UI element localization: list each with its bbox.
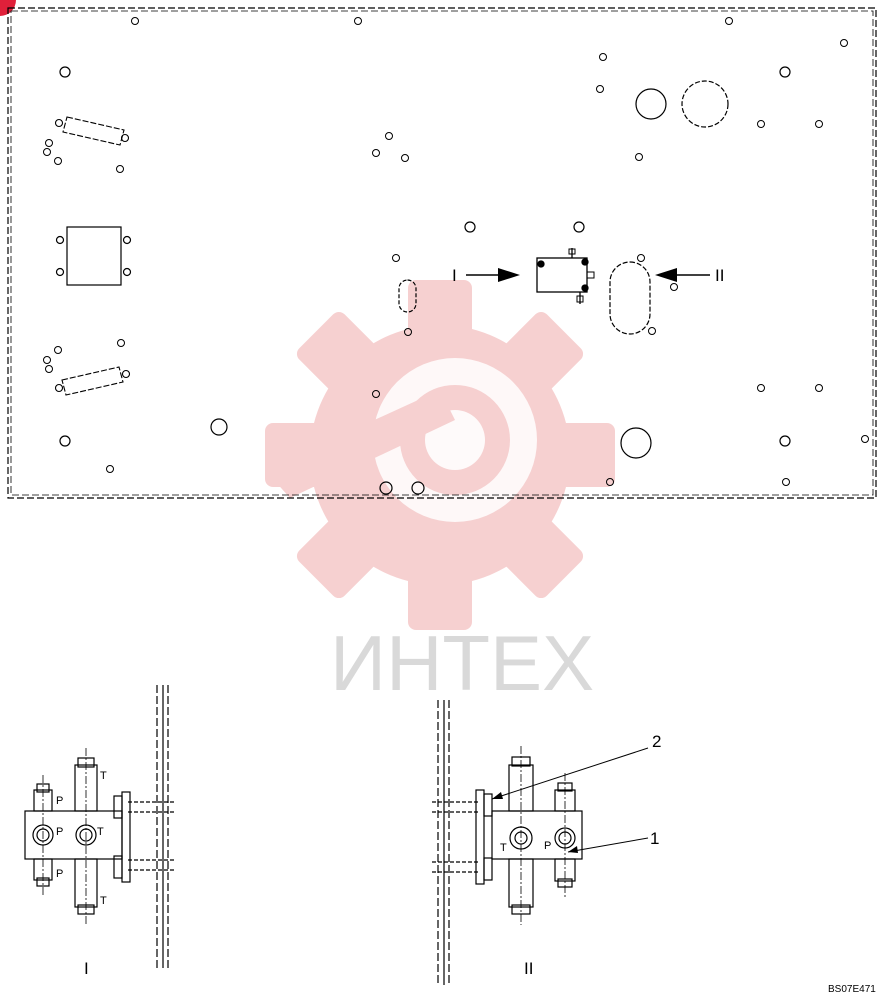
callout-2-arrowhead — [492, 792, 503, 799]
port-label-p-bottom-i: P — [56, 868, 63, 880]
slanted-slot-lower — [54, 366, 131, 396]
panel-outline-inner — [10, 10, 874, 496]
detail-view-ii — [432, 700, 649, 985]
port-label-t-mid-i: T — [97, 826, 104, 838]
watermark-text: ИНТЕХ — [330, 619, 594, 707]
port-label-t-top-i: T — [100, 770, 107, 782]
drawing-code: BS07E471 — [828, 984, 876, 995]
detail-view-i — [24, 685, 175, 968]
medium-holes — [59, 66, 791, 495]
view-arrow-i-label: I — [452, 266, 457, 285]
large-openings — [398, 80, 729, 459]
watermark-gear — [265, 280, 615, 630]
square-cutout — [55, 226, 132, 286]
callout-1-arrowhead — [568, 846, 578, 853]
port-label-t-ii: T — [500, 842, 507, 854]
view-arrow-i — [466, 268, 520, 282]
view-arrow-ii — [655, 268, 710, 282]
port-label-p-mid-i: P — [56, 826, 63, 838]
view-arrow-ii-label: II — [715, 266, 724, 285]
callout-1-label: 1 — [650, 829, 659, 848]
port-label-p-top-i: P — [56, 795, 63, 807]
port-label-t-bottom-i: T — [100, 895, 107, 907]
port-label-p-ii: P — [544, 840, 551, 852]
panel-outline-outer — [7, 7, 877, 499]
detail-view-i-label: I — [84, 959, 89, 978]
overview-panel — [7, 7, 877, 499]
mounting-holes — [43, 17, 869, 486]
callout-2-label: 2 — [652, 732, 661, 751]
detail-view-ii-label: II — [524, 959, 533, 978]
slanted-slot-upper — [54, 116, 130, 146]
hydraulic-block-overview — [536, 248, 595, 304]
